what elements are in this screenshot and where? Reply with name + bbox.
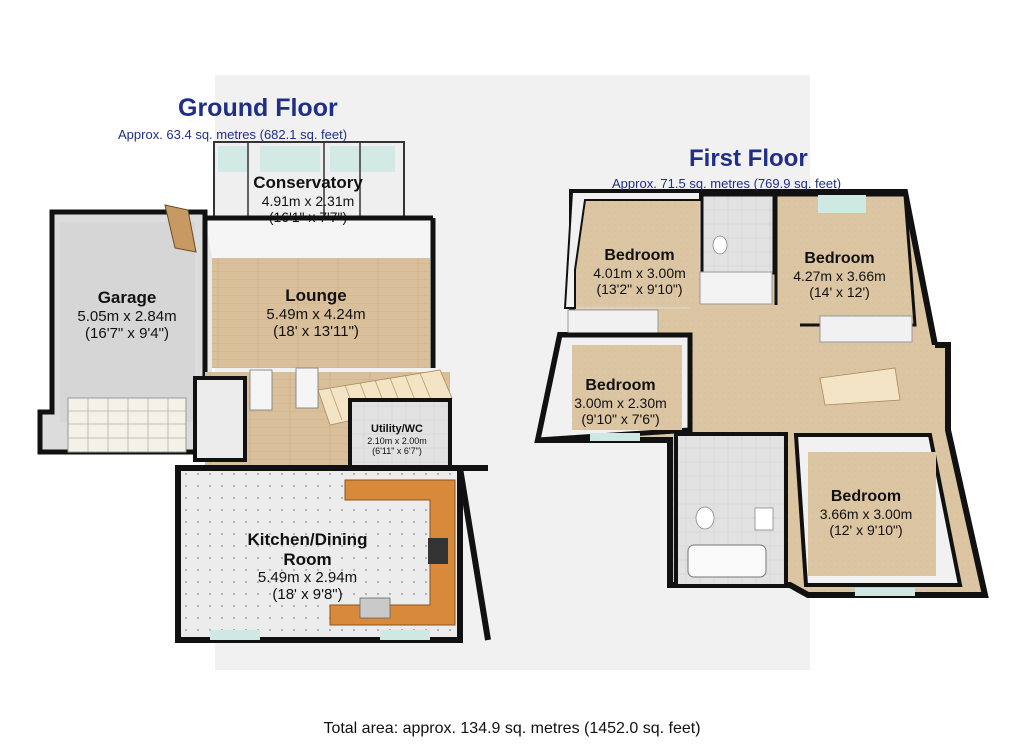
room-dimensions-metric: 4.01m x 3.00m — [593, 265, 686, 282]
first-floor-title: First Floor — [689, 145, 808, 172]
room-dimensions-imperial: (14' x 12') — [809, 284, 870, 301]
room-name: Conservatory — [253, 173, 363, 192]
room-label-bedroom-3: Bedroom 3.00m x 2.30m (9'10" x 7'6") — [558, 377, 683, 428]
room-dimensions-metric: 3.00m x 2.30m — [574, 395, 667, 412]
bedroom-left-area — [534, 332, 693, 443]
room-name: Kitchen/Dining — [247, 530, 368, 549]
bedroom-bottom-right-area — [793, 433, 963, 596]
room-dimensions-metric: 5.49m x 2.94m — [257, 569, 358, 587]
room-name: Garage — [97, 288, 157, 307]
room-name: Utility/WC — [371, 423, 423, 435]
room-label-garage: Garage 5.05m x 2.84m (16'7" x 9'4") — [62, 288, 192, 342]
room-label-conservatory: Conservatory 4.91m x 2.31m (16'1" x 7'7"… — [228, 173, 388, 225]
room-dimensions-imperial: (13'2" x 9'10") — [596, 281, 683, 298]
room-dimensions-imperial: (9'10" x 7'6") — [581, 411, 660, 428]
room-dimensions-metric: 5.05m x 2.84m — [77, 307, 177, 325]
lounge-area — [202, 215, 436, 372]
first-floor-area: Approx. 71.5 sq. metres (769.9 sq. feet) — [612, 176, 842, 191]
kitchen-dining-area — [175, 465, 491, 643]
room-dimensions-metric: 4.91m x 2.31m — [261, 192, 355, 209]
room-dimensions-imperial: (12' x 9'10") — [829, 522, 903, 539]
room-dimensions-metric: 3.66m x 3.00m — [819, 506, 913, 523]
room-label-bedroom-2: Bedroom 4.27m x 3.66m (14' x 12') — [782, 250, 897, 301]
ground-floor-title: Ground Floor — [178, 94, 338, 122]
room-label-bedroom-1: Bedroom 4.01m x 3.00m (13'2" x 9'10") — [582, 247, 697, 298]
room-dimensions-metric: 4.27m x 3.66m — [793, 268, 886, 285]
landing-area — [690, 305, 935, 435]
room-label-utility-wc: Utility/WC 2.10m x 2.00m (6'11" x 6'7") — [352, 423, 442, 456]
room-label-kitchen-dining: Kitchen/Dining Room 5.49m x 2.94m (18' x… — [240, 530, 375, 604]
bathroom-area — [674, 432, 788, 588]
room-name-line-2: Room — [283, 549, 332, 569]
room-dimensions-imperial: (16'1" x 7'7") — [268, 208, 348, 225]
room-dimensions-metric: 2.10m x 2.00m — [367, 435, 427, 446]
room-name: Bedroom — [585, 377, 656, 394]
ground-floor-area: Approx. 63.4 sq. metres (682.1 sq. feet) — [118, 127, 348, 142]
room-name: Bedroom — [604, 247, 675, 264]
room-name: Lounge — [285, 286, 347, 305]
room-dimensions-imperial: (16'7" x 9'4") — [85, 324, 169, 342]
room-dimensions-imperial: (18' x 13'11") — [273, 322, 359, 340]
ensuite-area — [699, 193, 776, 305]
room-dimensions-imperial: (6'11" x 6'7") — [372, 445, 422, 456]
room-label-bedroom-4: Bedroom 3.66m x 3.00m (12' x 9'10") — [806, 488, 926, 539]
room-name: Bedroom — [804, 250, 875, 267]
room-dimensions-imperial: (18' x 9'8") — [272, 586, 343, 604]
room-dimensions-metric: 5.49m x 4.24m — [266, 305, 366, 323]
bedroom-top-right-area — [774, 193, 917, 343]
total-area: Total area: approx. 134.9 sq. metres (14… — [323, 720, 701, 737]
bedroom-top-left-area — [563, 191, 701, 335]
room-name: Bedroom — [830, 488, 902, 505]
garage-area — [37, 204, 208, 455]
room-label-lounge: Lounge 5.49m x 4.24m (18' x 13'11") — [236, 286, 396, 340]
